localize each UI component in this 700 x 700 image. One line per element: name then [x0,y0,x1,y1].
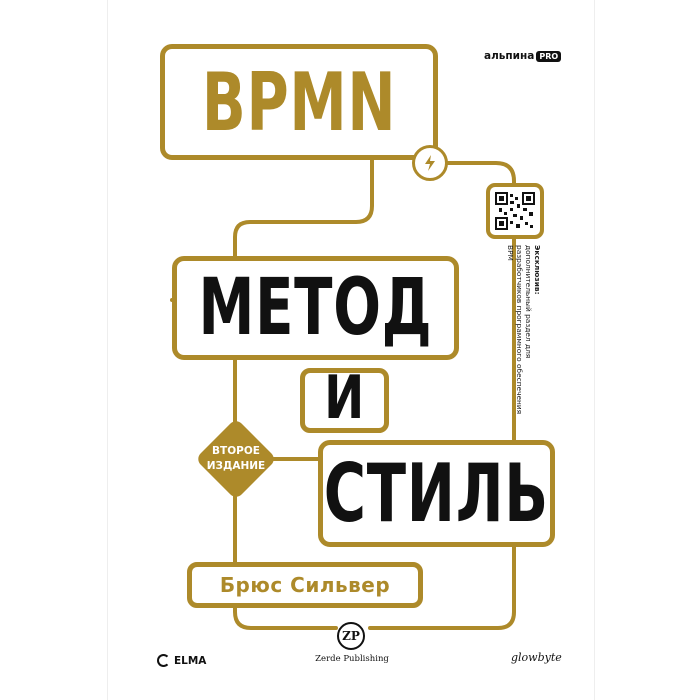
title-and: И [324,362,365,433]
exclusive-text: дополнительный раздел для разработчиков … [506,245,533,415]
title-metod-box: МЕТОД [172,256,459,360]
title-stil-box: СТИЛЬ [318,440,555,547]
author-name: Брюс Сильвер [219,573,391,597]
elma-logo: ELMA [157,654,206,667]
title-bpmn-box: BPMN [160,44,438,160]
qr-code-icon [486,183,544,239]
elma-ring-icon [157,654,170,667]
title-metod: МЕТОД [198,263,433,353]
elma-text: ELMA [174,654,207,667]
publisher-name: альпина [484,50,535,62]
zerde-publishing-logo: Zerde Publishing [315,654,389,664]
exclusive-heading: Эксклюзив: [533,245,542,295]
title-bpmn: BPMN [201,55,397,149]
title-and-box: И [300,363,389,433]
zerde-logo-mark: ZP [337,622,365,650]
author-box: Брюс Сильвер [187,562,423,608]
glowbyte-logo: glowbyte [511,651,562,664]
exclusive-note: Эксклюзив: дополнительный раздел для раз… [506,245,542,415]
pro-badge: PRO [536,51,562,62]
title-stil: СТИЛЬ [323,447,550,540]
lightning-bolt-icon [412,145,448,181]
